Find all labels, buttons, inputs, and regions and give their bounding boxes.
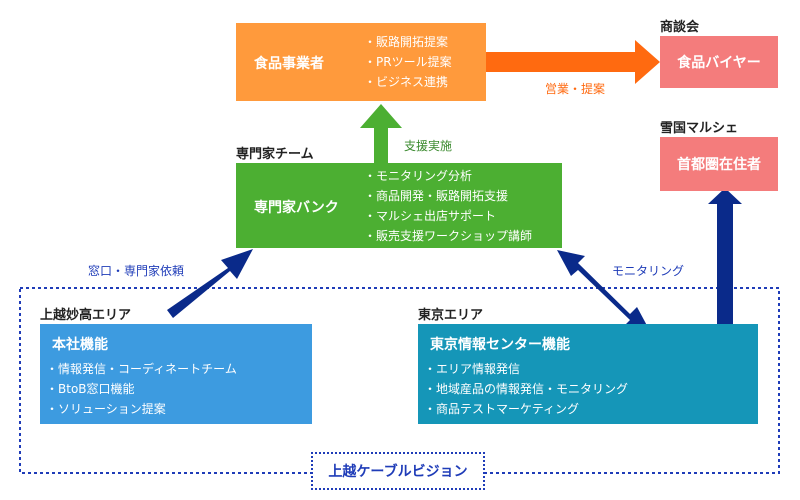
consult-label: 窓口・専門家依頼 (88, 264, 185, 278)
company-label-box: 上越ケーブルビジョン (311, 452, 485, 490)
tokyo-center-box: 東京情報センター機能 エリア情報発信 地域産品の情報発信・モニタリング 商品テス… (418, 324, 758, 424)
joetsu-heading: 上越妙高エリア (40, 308, 132, 323)
list-item: エリア情報発信 (424, 359, 628, 379)
list-item: 商品開発・販路開拓支援 (364, 186, 532, 206)
residents-title: 首都圏在住者 (677, 157, 761, 173)
list-item: 情報発信・コーディネートチーム (46, 359, 237, 379)
list-item: 商品テストマーケティング (424, 399, 628, 419)
expert-bank-box: 専門家バンク モニタリング分析 商品開発・販路開拓支援 マルシェ出店サポート 販… (236, 163, 562, 248)
list-item: 地域産品の情報発信・モニタリング (424, 379, 628, 399)
food-business-list: 販路開拓提案 PRツール提案 ビジネス連携 (364, 32, 452, 92)
list-item: PRツール提案 (364, 52, 452, 72)
company-label: 上越ケーブルビジョン (328, 464, 468, 480)
list-item: モニタリング分析 (364, 166, 532, 186)
list-item: 販路開拓提案 (364, 32, 452, 52)
headquarters-list: 情報発信・コーディネートチーム BtoB窓口機能 ソリューション提案 (46, 359, 237, 419)
buyer-title: 食品バイヤー (677, 55, 761, 71)
headquarters-box: 本社機能 情報発信・コーディネートチーム BtoB窓口機能 ソリューション提案 (40, 324, 312, 424)
support-arrow (360, 104, 402, 165)
monitoring-arrow (557, 250, 651, 333)
marche-arrow (708, 188, 742, 330)
monitoring-label: モニタリング (612, 264, 685, 278)
sales-arrow (486, 40, 660, 84)
list-item: BtoB窓口機能 (46, 379, 237, 399)
expert-bank-list: モニタリング分析 商品開発・販路開拓支援 マルシェ出店サポート 販売支援ワークシ… (364, 166, 532, 246)
tokyo-center-title: 東京情報センター機能 (430, 337, 570, 353)
consult-arrow (167, 249, 253, 318)
expert-bank-title: 専門家バンク (254, 200, 339, 216)
tokyo-heading: 東京エリア (418, 308, 484, 323)
food-business-title: 食品事業者 (254, 56, 324, 72)
list-item: ソリューション提案 (46, 399, 237, 419)
marche-heading: 雪国マルシェ (660, 121, 739, 136)
buyer-heading: 商談会 (660, 20, 700, 35)
list-item: ビジネス連携 (364, 72, 452, 92)
tokyo-center-list: エリア情報発信 地域産品の情報発信・モニタリング 商品テストマーケティング (424, 359, 628, 419)
headquarters-title: 本社機能 (52, 337, 108, 353)
cable-vision-region-border (19, 287, 780, 474)
support-label: 支援実施 (404, 139, 453, 153)
buyer-box: 食品バイヤー (660, 36, 778, 88)
food-business-box: 食品事業者 販路開拓提案 PRツール提案 ビジネス連携 (236, 23, 486, 101)
list-item: マルシェ出店サポート (364, 206, 532, 226)
expert-team-heading: 専門家チーム (236, 147, 314, 162)
residents-box: 首都圏在住者 (660, 137, 778, 191)
sales-label: 営業・提案 (545, 82, 606, 96)
list-item: 販売支援ワークショップ講師 (364, 226, 532, 246)
